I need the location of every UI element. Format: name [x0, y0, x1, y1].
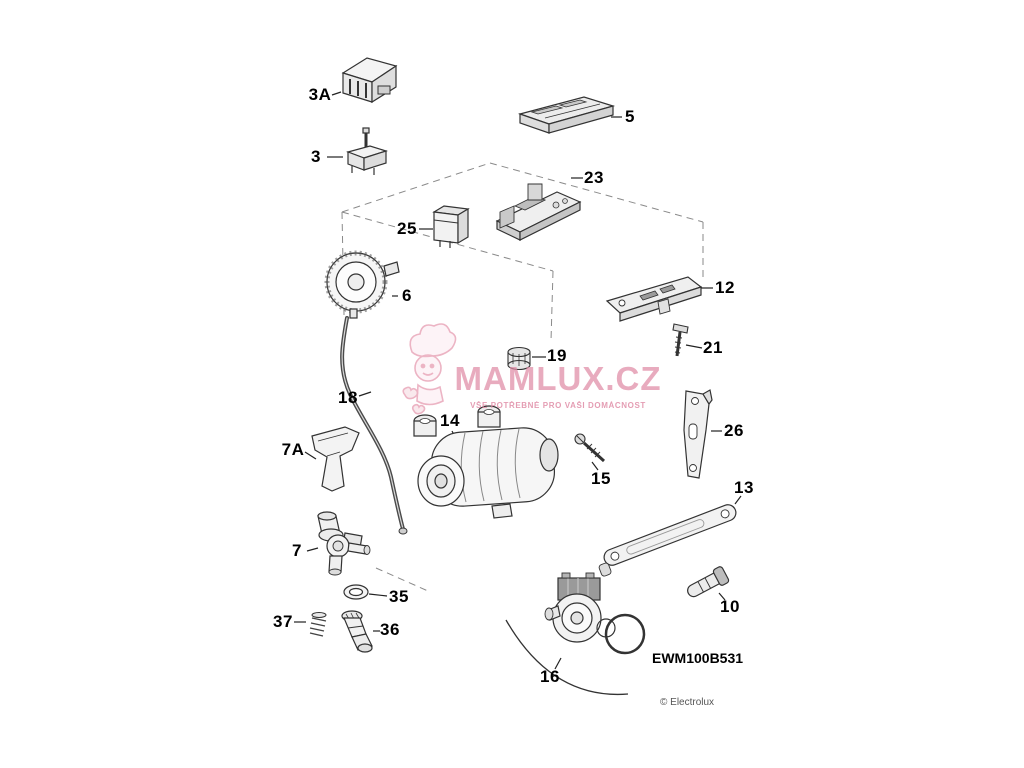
part-label-13: 13	[734, 478, 754, 497]
part-25-relay	[432, 205, 470, 248]
part-3-switch	[346, 127, 388, 175]
part-13-lever	[598, 504, 737, 577]
part-10-pipe	[687, 566, 730, 598]
part-5-cover	[517, 96, 616, 134]
part-label-7: 7	[292, 541, 302, 560]
part-label-12: 12	[715, 278, 735, 297]
part-label-18: 18	[338, 388, 358, 407]
part-label-3a: 3A	[308, 85, 332, 104]
part-label-5: 5	[625, 107, 635, 126]
copyright-label: © Electrolux	[660, 697, 715, 708]
part-35-grommet	[343, 584, 369, 600]
part-label-16: 16	[540, 667, 560, 686]
part-label-23: 23	[584, 168, 604, 187]
part-12-door-lock	[605, 276, 703, 322]
part-label-26: 26	[724, 421, 744, 440]
part-label-19: 19	[547, 346, 567, 365]
watermark-subtitle: VŠE POTŘEBNÉ PRO VAŠI DOMÁCNOST	[470, 401, 646, 410]
part-19-bushing	[507, 346, 531, 371]
part-36-connector	[341, 610, 373, 653]
part-26-bracket	[683, 389, 713, 479]
part-16-pump	[505, 572, 646, 696]
watermark-mascot	[402, 323, 457, 415]
part-label-35: 35	[389, 587, 409, 606]
part-label-21: 21	[703, 338, 723, 357]
part-3a-module	[341, 57, 398, 104]
part-label-10: 10	[720, 597, 740, 616]
model-code-label: EWM100B531	[652, 650, 744, 666]
part-label-7a: 7A	[281, 440, 305, 459]
part-label-25: 25	[397, 219, 417, 238]
part-23-pcb	[495, 183, 582, 241]
part-label-36: 36	[380, 620, 400, 639]
part-label-37: 37	[273, 612, 293, 631]
part-18-hose	[340, 316, 408, 535]
part-21-screw	[672, 323, 689, 357]
part-label-6: 6	[402, 286, 412, 305]
part-label-14: 14	[440, 411, 460, 430]
part-14-heater-assembly	[413, 405, 559, 519]
part-label-3: 3	[311, 147, 321, 166]
part-37-spring	[309, 612, 327, 637]
part-6-pressure-switch	[324, 250, 400, 319]
part-label-15: 15	[591, 469, 611, 488]
part-15-screw	[574, 433, 606, 463]
part-7a-bracket	[311, 426, 360, 492]
watermark-title: MAMLUX.CZ	[454, 360, 662, 397]
leader-lines	[294, 91, 742, 670]
part-7-valve	[317, 511, 371, 576]
